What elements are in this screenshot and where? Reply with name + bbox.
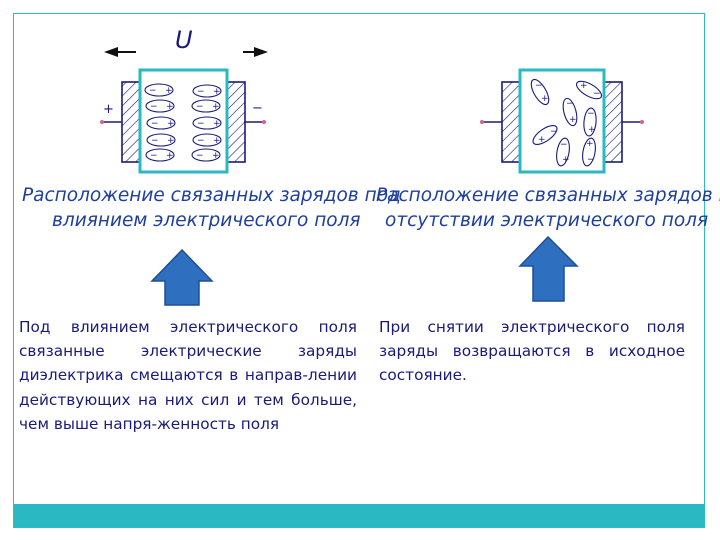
svg-text:+: +: [541, 94, 549, 104]
right-up-arrow-icon: [518, 235, 579, 302]
svg-text:+: +: [165, 86, 173, 96]
left-caption-line2: влиянием электрического поля: [52, 210, 361, 231]
svg-text:−: −: [535, 81, 543, 91]
right-plate: [603, 81, 623, 163]
svg-text:−: −: [196, 102, 204, 112]
svg-text:+: +: [588, 125, 596, 135]
voltage-arrow-left: [104, 47, 136, 57]
left-capacitor-diagram: U + − −+ −+ −+ −+ −+ −+ −+ −+: [100, 26, 268, 174]
left-up-arrow-icon: [150, 248, 214, 306]
left-description: Под влиянием электрического поля связанн…: [19, 318, 357, 433]
svg-text:+: +: [580, 81, 588, 91]
svg-text:−: −: [566, 99, 574, 109]
aligned-dipoles: [144, 83, 222, 162]
svg-text:+: +: [167, 119, 175, 129]
plus-sign: +: [103, 102, 114, 117]
svg-text:+: +: [538, 135, 546, 145]
svg-text:−: −: [197, 136, 205, 146]
svg-text:−: −: [197, 87, 205, 97]
right-caption-line1: Расположение связанных зарядов при: [376, 185, 720, 206]
right-capacitor-diagram: −+ +− −+ +− −+ −+ +−: [480, 68, 644, 174]
svg-text:+: +: [213, 87, 221, 97]
minus-sign: −: [252, 101, 263, 116]
svg-text:+: +: [569, 115, 577, 125]
svg-text:+: +: [213, 136, 221, 146]
svg-text:+: +: [167, 136, 175, 146]
svg-text:+: +: [213, 119, 221, 129]
svg-text:+: +: [586, 139, 594, 149]
voltage-arrow-right: [243, 47, 268, 57]
svg-text:−: −: [151, 136, 159, 146]
voltage-label: U: [175, 26, 193, 54]
svg-text:−: −: [150, 102, 158, 112]
svg-text:−: −: [149, 86, 157, 96]
footer-bar: [14, 504, 704, 527]
random-dipoles: [530, 78, 603, 167]
svg-text:+: +: [212, 102, 220, 112]
svg-text:+: +: [212, 151, 220, 161]
svg-text:−: −: [197, 119, 205, 129]
left-plate: [501, 81, 521, 163]
dielectric-block: [518, 68, 606, 174]
svg-text:+: +: [562, 155, 570, 165]
left-caption-line1: Расположение связанных зарядов под: [22, 185, 401, 206]
right-caption-line2: отсутствии электрического поля: [385, 210, 708, 231]
right-plate: [226, 81, 246, 163]
right-description: При снятии электрического поля заряды во…: [379, 318, 685, 385]
svg-text:−: −: [587, 109, 595, 119]
left-plate: [121, 81, 141, 163]
svg-text:−: −: [550, 127, 558, 137]
svg-text:−: −: [150, 151, 158, 161]
dielectric-block: [138, 68, 229, 174]
svg-text:−: −: [196, 151, 204, 161]
svg-text:−: −: [587, 155, 595, 165]
svg-text:+: +: [166, 151, 174, 161]
svg-text:+: +: [166, 102, 174, 112]
svg-text:−: −: [560, 140, 568, 150]
svg-text:−: −: [593, 89, 601, 99]
svg-text:−: −: [151, 119, 159, 129]
